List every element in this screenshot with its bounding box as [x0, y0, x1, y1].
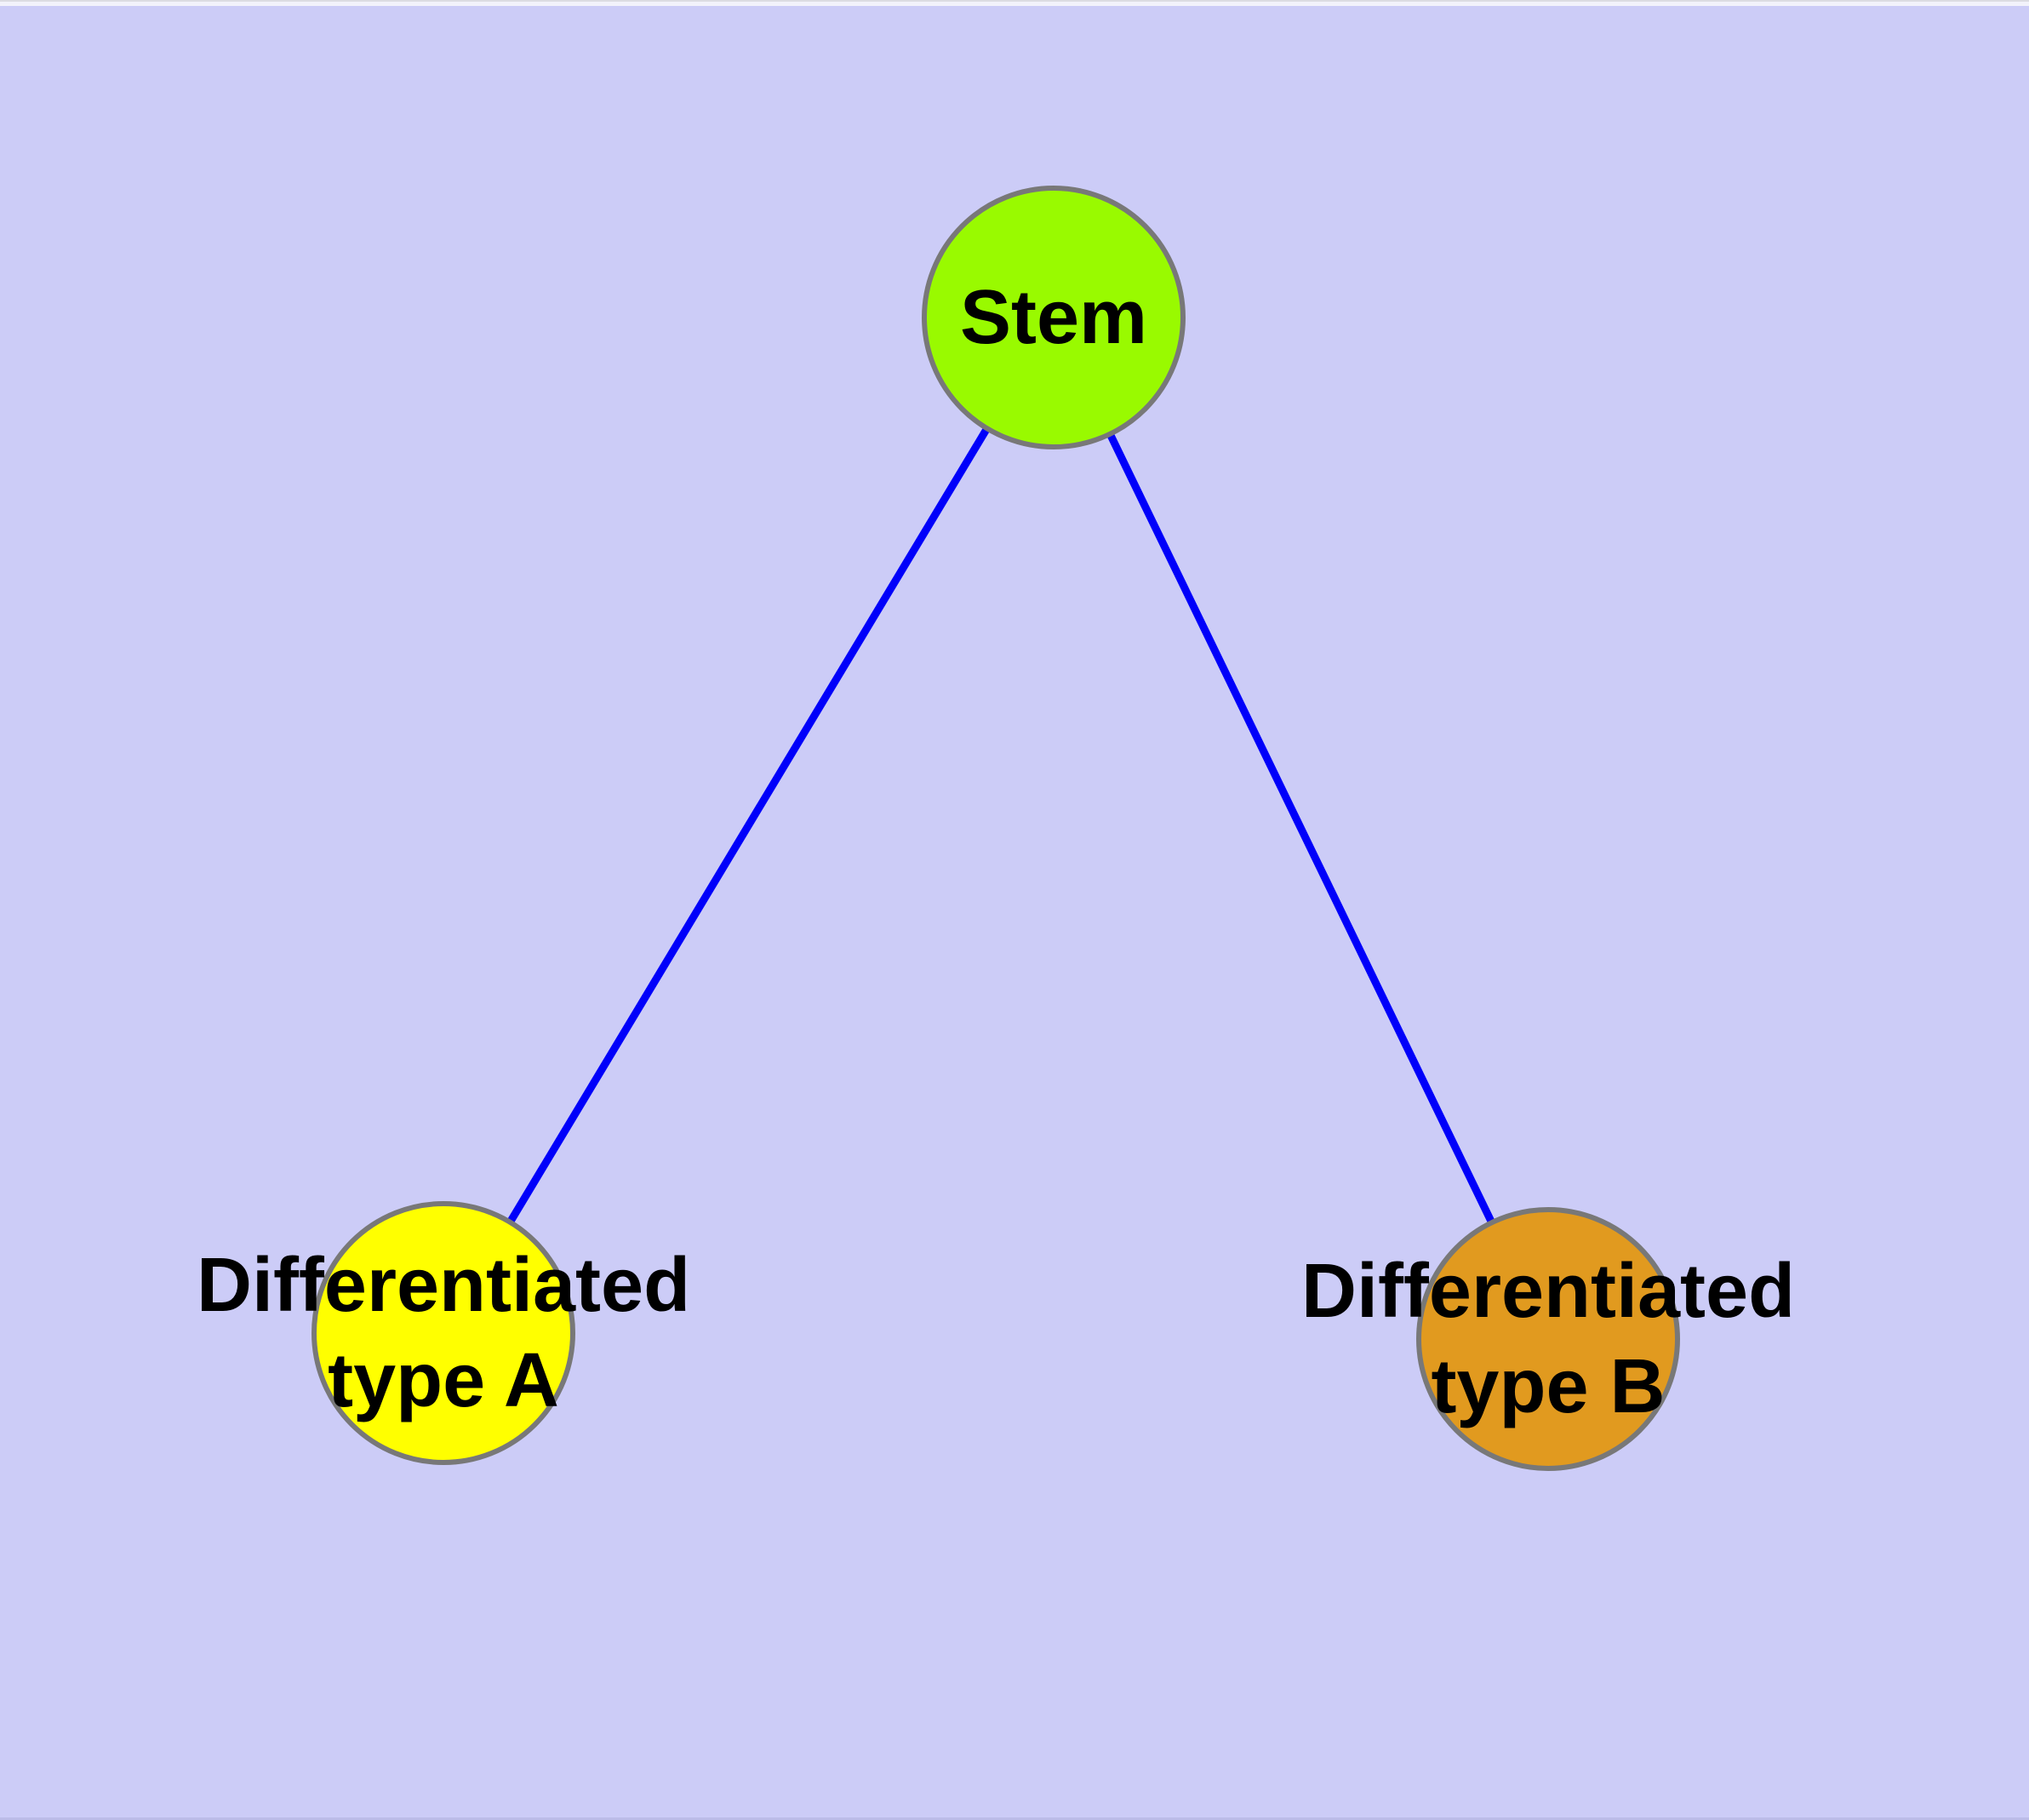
edge-stem-to-type-b — [1049, 316, 1552, 1341]
node-differentiated-type-a-label-line2: type A — [328, 1338, 559, 1423]
node-differentiated-type-a-label: Differentiated type A — [197, 1238, 690, 1428]
node-stem-label: Stem — [960, 270, 1147, 365]
edge-stem-to-type-a — [440, 315, 1057, 1336]
node-differentiated-type-a-circle — [311, 1201, 575, 1465]
node-differentiated-type-b-label: Differentiated type B — [1301, 1244, 1795, 1434]
node-differentiated-type-b-label-line1: Differentiated — [1300, 1249, 1796, 1334]
node-stem-circle — [922, 186, 1186, 449]
node-stem-label-line1: Stem — [959, 275, 1148, 360]
window-top-edge — [0, 0, 2029, 6]
node-differentiated-type-b-circle — [1416, 1207, 1680, 1471]
window-bottom-edge — [0, 1817, 2029, 1820]
node-differentiated-type-a-label-line1: Differentiated — [196, 1243, 691, 1328]
node-differentiated-type-b-label-line2: type B — [1431, 1344, 1666, 1429]
